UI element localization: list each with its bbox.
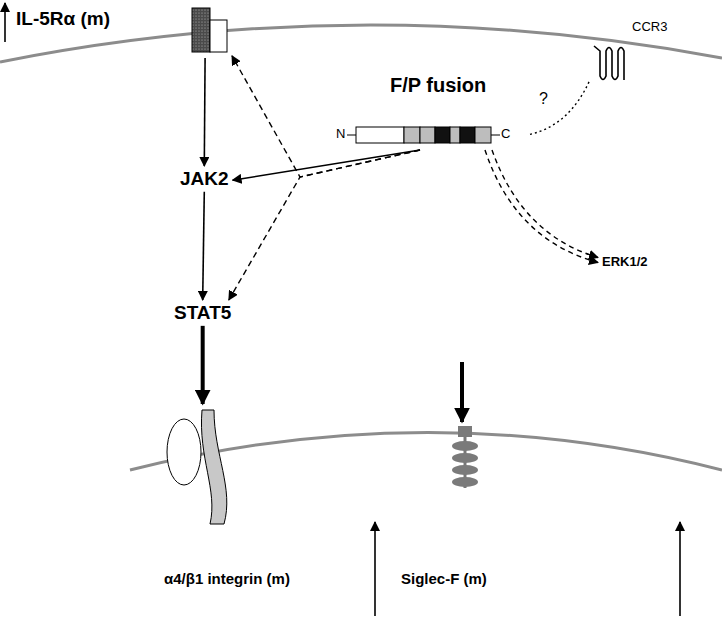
surface-marker: Siglec-F (m) <box>395 422 535 604</box>
siglec-domain <box>458 426 472 437</box>
membrane-top <box>0 25 722 62</box>
increase-arrow <box>679 522 681 616</box>
induction-arrow <box>460 362 464 422</box>
signal-molecule: STAT5 <box>170 300 235 326</box>
siglec-domain <box>452 441 478 451</box>
node-text: α4/β1 integrin (m) <box>164 570 290 587</box>
signal-connector <box>203 192 205 300</box>
increase-arrow <box>4 3 6 42</box>
fusion-domain <box>450 127 460 143</box>
signal-connector <box>233 150 420 180</box>
siglec-domain <box>452 477 478 487</box>
integrin-beta1 <box>201 410 226 524</box>
protein-terminus-line <box>347 135 356 136</box>
node-text: Siglec-F (m) <box>401 570 487 587</box>
signal-molecule: JAK2 <box>176 166 233 192</box>
signal-molecule: ERK1/2 <box>598 253 652 272</box>
signal-connector <box>203 58 205 166</box>
fusion-domain <box>404 127 420 143</box>
kinase-domain <box>435 127 450 143</box>
node-text: CCR3 <box>632 20 667 35</box>
signal-connector <box>492 150 598 257</box>
signal-connector <box>229 150 420 300</box>
surface-marker: α4/β1 integrin (m) <box>150 404 350 604</box>
signal-connector <box>485 150 598 262</box>
increase-arrow <box>374 522 376 616</box>
receptor-label: CCR3 <box>590 18 686 88</box>
fusion-domain <box>420 127 435 143</box>
receptor-alpha-chain <box>192 8 210 52</box>
integrin-alpha4 <box>167 419 201 485</box>
node-text: ERK1/2 <box>602 255 648 270</box>
signal-connector <box>201 326 205 404</box>
kinase-domain <box>460 127 475 143</box>
fusion-domain <box>356 127 404 143</box>
receptor-label: IL-5Rα (m) <box>0 4 232 58</box>
edge-label: ? <box>538 90 549 108</box>
node-text: F/P fusion <box>390 74 486 97</box>
protein-terminus-line <box>491 135 500 136</box>
node-text: JAK2 <box>180 168 229 190</box>
node-text: STAT5 <box>174 302 231 324</box>
signal-connector <box>530 80 590 135</box>
receptor-beta-chain <box>210 20 227 52</box>
fusion-protein-label: F/P fusion <box>330 72 530 150</box>
ccr3-receptor <box>594 46 624 80</box>
terminus-label: C <box>501 126 510 141</box>
siglec-domain <box>452 465 478 475</box>
node-text: IL-5Rα (m) <box>16 8 110 30</box>
terminus-label: N <box>336 126 345 141</box>
siglec-domain <box>452 453 478 463</box>
fusion-domain <box>475 127 491 143</box>
